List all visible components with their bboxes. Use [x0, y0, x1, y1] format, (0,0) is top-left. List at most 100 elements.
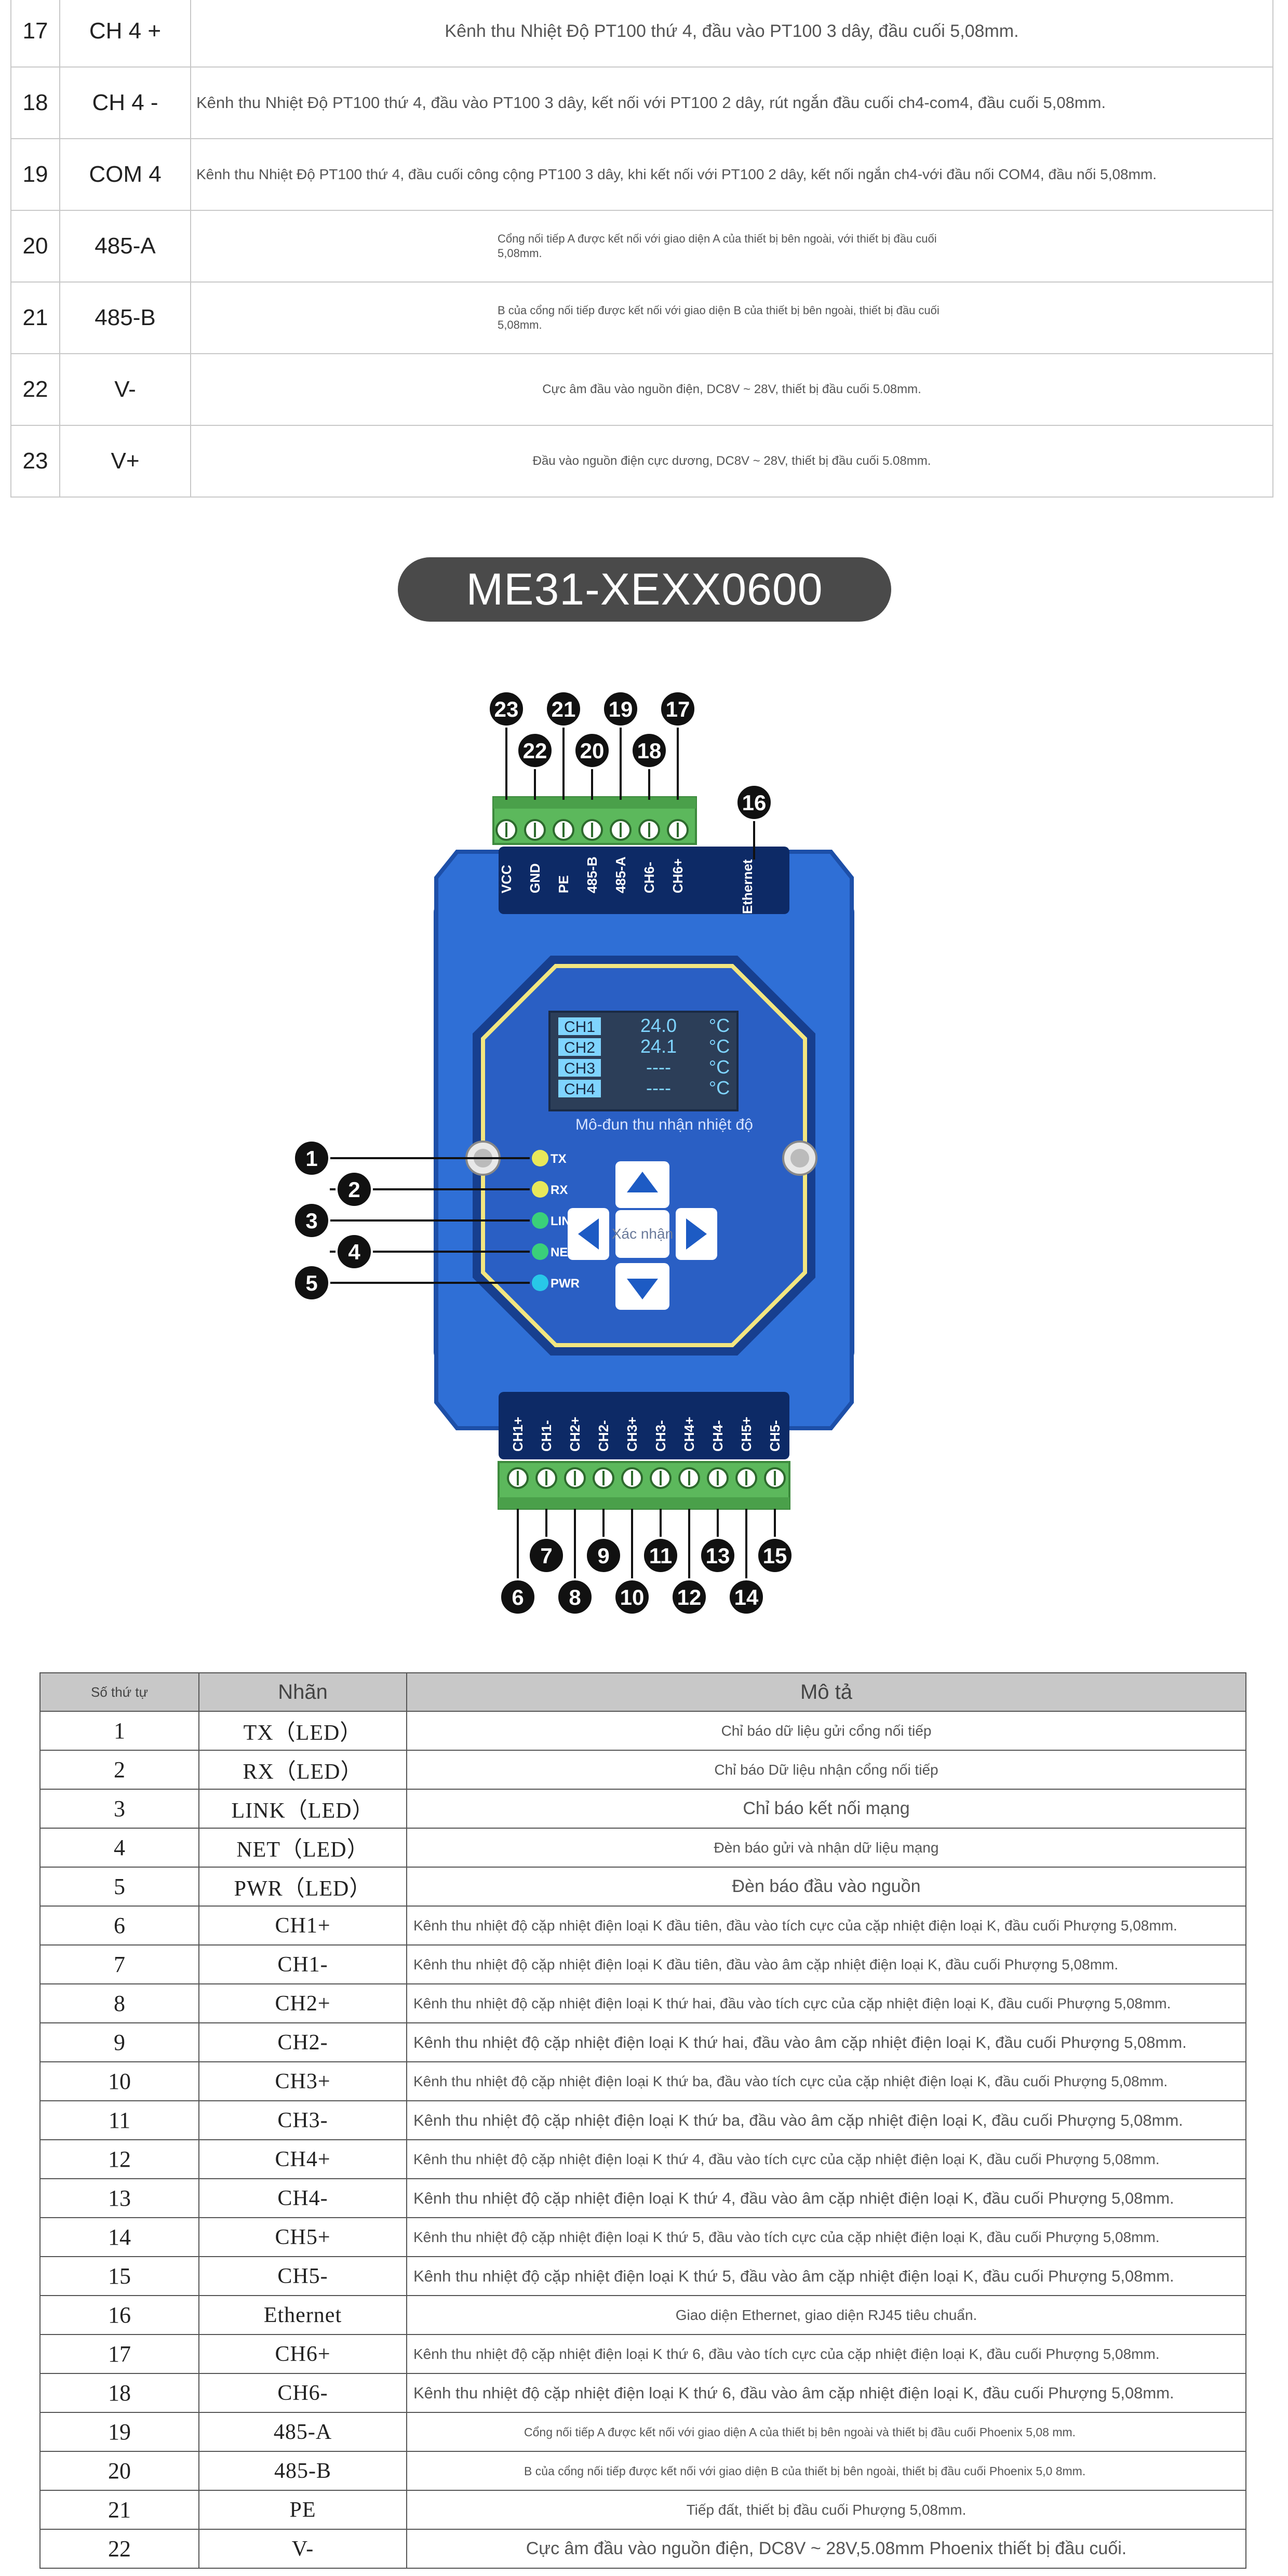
top-terminal-label: GND — [527, 863, 543, 893]
row-label: CH4- — [198, 2178, 407, 2218]
row-label: CH3+ — [198, 2061, 407, 2101]
callout-number: 13 — [706, 1544, 730, 1568]
ethernet-port-label: Ethernet — [740, 859, 755, 914]
callout-11: 11 — [642, 1537, 679, 1574]
row-label: CH2- — [198, 2022, 407, 2062]
lcd-unit: °C — [709, 1056, 730, 1078]
arrow-right-icon — [686, 1218, 707, 1250]
row-label: CH1+ — [198, 1906, 407, 1946]
bottom-terminal-label: CH5- — [767, 1420, 783, 1452]
row-label: COM 4 — [59, 138, 191, 211]
callout-circle — [585, 1537, 622, 1574]
callout-circle — [642, 1537, 679, 1574]
row-number: 8 — [39, 1983, 199, 2023]
row-number: 14 — [39, 2217, 199, 2257]
row-number: 20 — [10, 210, 60, 283]
row-description: Kênh thu nhiệt độ cặp nhiệt điện loại K … — [406, 2139, 1246, 2179]
row-number: 23 — [10, 425, 60, 498]
row-number: 18 — [39, 2373, 199, 2413]
callout-23: 23 — [488, 690, 525, 728]
led-label: RX — [551, 1183, 568, 1197]
device-body — [434, 847, 854, 1459]
callout-1: 1 — [293, 1139, 330, 1177]
confirm-button[interactable] — [615, 1210, 669, 1258]
callout-number: 6 — [512, 1585, 524, 1609]
lcd-channel: CH2 — [564, 1039, 595, 1056]
row-number: 2 — [39, 1750, 199, 1790]
lcd-value: 24.1 — [640, 1036, 677, 1057]
callout-number: 10 — [620, 1585, 645, 1609]
row-description: Cực âm đầu vào nguồn điện, DC8V ~ 28V,5.… — [406, 2529, 1246, 2569]
led-indicator — [532, 1181, 548, 1198]
row-description: Giao diện Ethernet, giao diện RJ45 tiêu … — [406, 2295, 1246, 2335]
bottom-terminal-label: CH2- — [596, 1420, 611, 1452]
row-number: 22 — [10, 353, 60, 426]
callout-16: 16 — [735, 784, 773, 821]
row-number: 22 — [39, 2529, 199, 2569]
bottom-terminal-block — [498, 1461, 790, 1510]
bottom-terminal-labels: CH1+CH1-CH2+CH2-CH3+CH3-CH4+CH4-CH5+CH5- — [510, 1417, 783, 1452]
lcd-caption: Mô-đun thu nhận nhiệt độ — [575, 1116, 753, 1133]
top-terminal-label: PE — [556, 875, 571, 893]
led-indicator — [532, 1243, 548, 1260]
lcd-channel-tag — [558, 1059, 601, 1077]
row-description: Kênh thu Nhiệt Độ PT100 thứ 4, đầu vào P… — [190, 0, 1273, 68]
confirm-button-label: Xác nhận — [612, 1226, 673, 1242]
row-description: Cực âm đầu vào nguồn điện, DC8V ~ 28V, t… — [190, 353, 1273, 426]
row-label: CH5- — [198, 2256, 407, 2296]
lcd-channel: CH3 — [564, 1060, 595, 1077]
row-description: Kênh thu nhiệt độ cặp nhiệt điện loại K … — [406, 1944, 1246, 1984]
row-description: B của cổng nối tiếp được kết nối với gia… — [190, 281, 1273, 354]
callout-number: 17 — [666, 697, 690, 721]
row-description: Cổng nối tiếp A được kết nối với giao di… — [190, 210, 1273, 283]
callout-19: 19 — [602, 690, 639, 728]
callout-circle — [336, 1233, 373, 1270]
row-label: PE — [198, 2490, 407, 2530]
led-indicator — [532, 1150, 548, 1166]
row-number: 12 — [39, 2139, 199, 2179]
callout-circle — [293, 1202, 330, 1239]
top-terminal-label: 485-B — [584, 856, 600, 893]
row-label: V- — [198, 2529, 407, 2569]
model-name-banner: ME31-XEXX0600 — [398, 557, 891, 622]
table-row: 23 V+ Đầu vào nguồn điện cực dương, DC8V… — [10, 425, 1273, 498]
row-number: 13 — [39, 2178, 199, 2218]
row-label: 485-A — [198, 2412, 407, 2452]
callout-17: 17 — [659, 690, 696, 728]
row-label: 485-A — [59, 210, 191, 283]
callout-circle — [556, 1578, 594, 1616]
row-label: 485-B — [198, 2451, 407, 2491]
callout-21: 21 — [545, 690, 582, 728]
callout-number: 5 — [305, 1271, 317, 1295]
bottom-terminal-label: CH3+ — [624, 1417, 640, 1452]
bottom-terminal-label: CH5+ — [739, 1417, 754, 1452]
row-number: 21 — [39, 2490, 199, 2530]
row-number: 15 — [39, 2256, 199, 2296]
lcd-channel-tag — [558, 1038, 601, 1056]
row-number: 18 — [10, 66, 60, 139]
bottom-terminal-label: CH1- — [539, 1420, 554, 1452]
callout-circle — [735, 784, 773, 821]
table-row: 18 CH 4 - Kênh thu Nhiệt Độ PT100 thứ 4,… — [10, 66, 1273, 139]
callout-circle — [499, 1578, 536, 1616]
row-description: Kênh thu nhiệt độ cặp nhiệt điện loại K … — [406, 2373, 1246, 2413]
row-description: Kênh thu Nhiệt Độ PT100 thứ 4, đầu cuối … — [190, 138, 1273, 211]
callout-circle — [516, 732, 554, 769]
row-label: CH 4 + — [59, 0, 191, 68]
row-number: 19 — [10, 138, 60, 211]
callout-number: 12 — [677, 1585, 702, 1609]
lcd-value: ---- — [646, 1056, 671, 1078]
row-number: 9 — [39, 2022, 199, 2062]
